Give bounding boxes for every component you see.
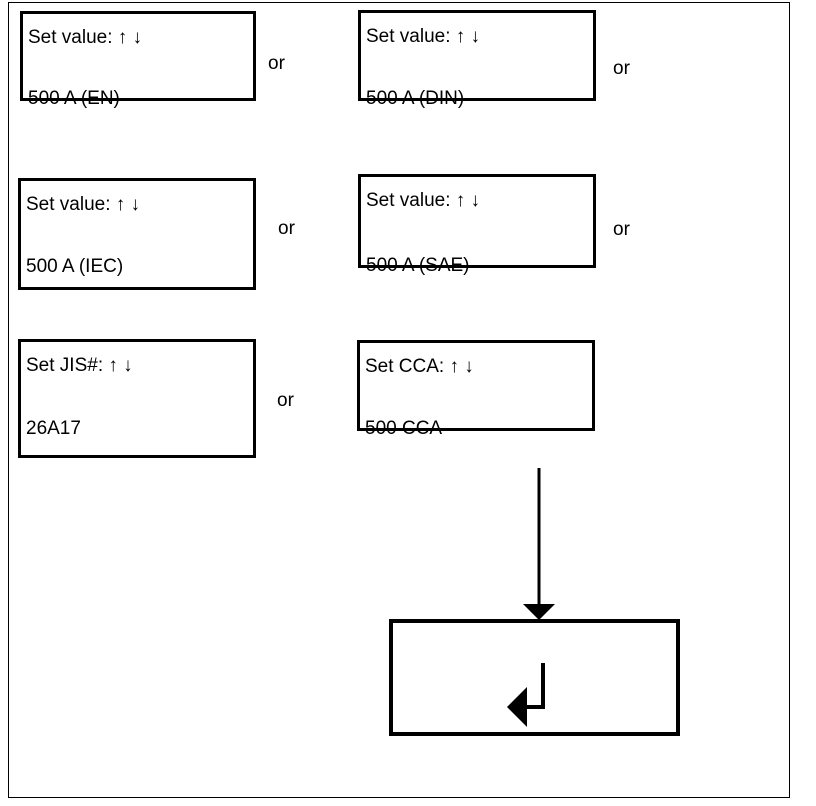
lcd-screen-iec: Set value: ↑ ↓ 500 A (IEC) xyxy=(18,178,256,290)
screen-prompt: Set JIS#: ↑ ↓ xyxy=(26,355,133,376)
screen-prompt: Set value: ↑ ↓ xyxy=(366,26,481,47)
return-arrow-icon xyxy=(507,663,545,727)
lcd-screen-cca: Set CCA: ↑ ↓ 500 CCA xyxy=(357,340,595,439)
or-connector: or xyxy=(277,390,294,411)
screen-value: 26A17 xyxy=(26,418,81,439)
screen-value: 500 A (SAE) xyxy=(366,255,470,276)
screen-prompt: Set value: ↑ ↓ xyxy=(366,190,481,211)
enter-key-box xyxy=(389,619,680,736)
screen-value: 500 A (DIN) xyxy=(366,88,465,109)
screen-prompt: Set value: ↑ ↓ xyxy=(26,194,141,215)
or-connector: or xyxy=(268,53,285,74)
lcd-screen-en: Set value: ↑ ↓ 500 A (EN) xyxy=(20,11,256,109)
down-arrow-icon xyxy=(523,468,555,620)
screen-value: 500 CCA xyxy=(365,418,443,439)
screen-value: 500 A (IEC) xyxy=(26,256,124,277)
or-connector: or xyxy=(613,58,630,79)
screen-prompt: Set CCA: ↑ ↓ xyxy=(365,356,474,377)
or-connector: or xyxy=(278,218,295,239)
screen-prompt: Set value: ↑ ↓ xyxy=(28,27,143,48)
lcd-screen-jis: Set JIS#: ↑ ↓ 26A17 xyxy=(18,339,256,458)
lcd-screen-sae: Set value: ↑ ↓ 500 A (SAE) xyxy=(358,174,596,276)
or-connector: or xyxy=(613,219,630,240)
page-border-frame xyxy=(8,2,790,798)
screen-value: 500 A (EN) xyxy=(28,88,120,109)
lcd-screen-din: Set value: ↑ ↓ 500 A (DIN) xyxy=(358,10,596,109)
